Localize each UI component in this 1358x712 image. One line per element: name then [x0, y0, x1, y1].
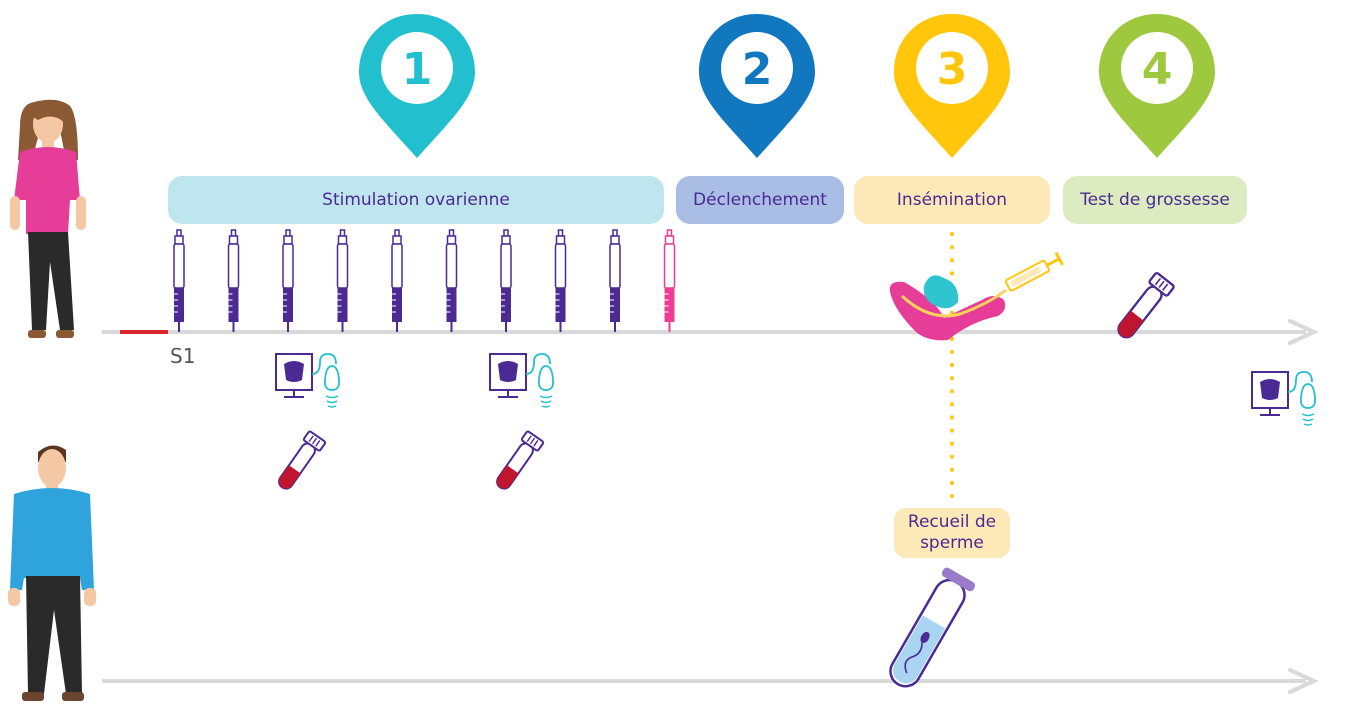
step-4-number: 4	[1142, 44, 1173, 95]
man-figure	[8, 445, 96, 701]
injection-pen-icon	[227, 229, 240, 332]
phase-declenchement-label: Déclenchement	[676, 176, 844, 224]
injection-pens	[173, 229, 676, 332]
phase-stimulation-label: Stimulation ovarienne	[168, 176, 664, 224]
ultrasound-icon	[275, 353, 341, 408]
step-2-number: 2	[742, 44, 773, 95]
ultrasound-icon	[489, 353, 555, 408]
step-1-pin-icon: 1	[359, 14, 475, 158]
blood-test-tube-icon	[490, 429, 545, 495]
injection-pen-icon	[391, 229, 403, 332]
injection-pen-icon	[609, 229, 621, 332]
blood-test-tube-icon	[272, 429, 327, 495]
phase-test-label: Test de grossesse	[1063, 176, 1247, 224]
insemination-illustration	[889, 251, 1064, 341]
step-4-pin-icon: 4	[1099, 14, 1215, 158]
step-1-number: 1	[402, 44, 433, 95]
trigger-injection-pen-icon	[663, 229, 676, 332]
woman-timeline-arrowhead	[1288, 319, 1319, 345]
man-timeline-arrowhead	[1288, 668, 1319, 694]
injection-pen-icon	[445, 229, 458, 332]
sperm-sample-tube-icon	[889, 567, 976, 688]
step-2-pin-icon: 2	[699, 14, 815, 158]
step-3-number: 3	[937, 44, 968, 95]
injection-pen-icon	[282, 229, 294, 332]
injection-pen-icon	[173, 229, 185, 332]
step-markers: 1 2 3 4	[359, 14, 1215, 158]
woman-figure	[10, 99, 86, 338]
step-3-pin-icon: 3	[894, 14, 1010, 158]
sperm-collection-label: Recueil de sperme	[894, 508, 1010, 558]
phase-insemination-label: Insémination	[854, 176, 1050, 224]
injection-pen-icon	[500, 229, 512, 332]
start-label: S1	[170, 344, 196, 368]
injection-pen-icon	[554, 229, 567, 332]
ultrasound-icon	[1251, 371, 1317, 426]
injection-pen-icon	[336, 229, 349, 332]
